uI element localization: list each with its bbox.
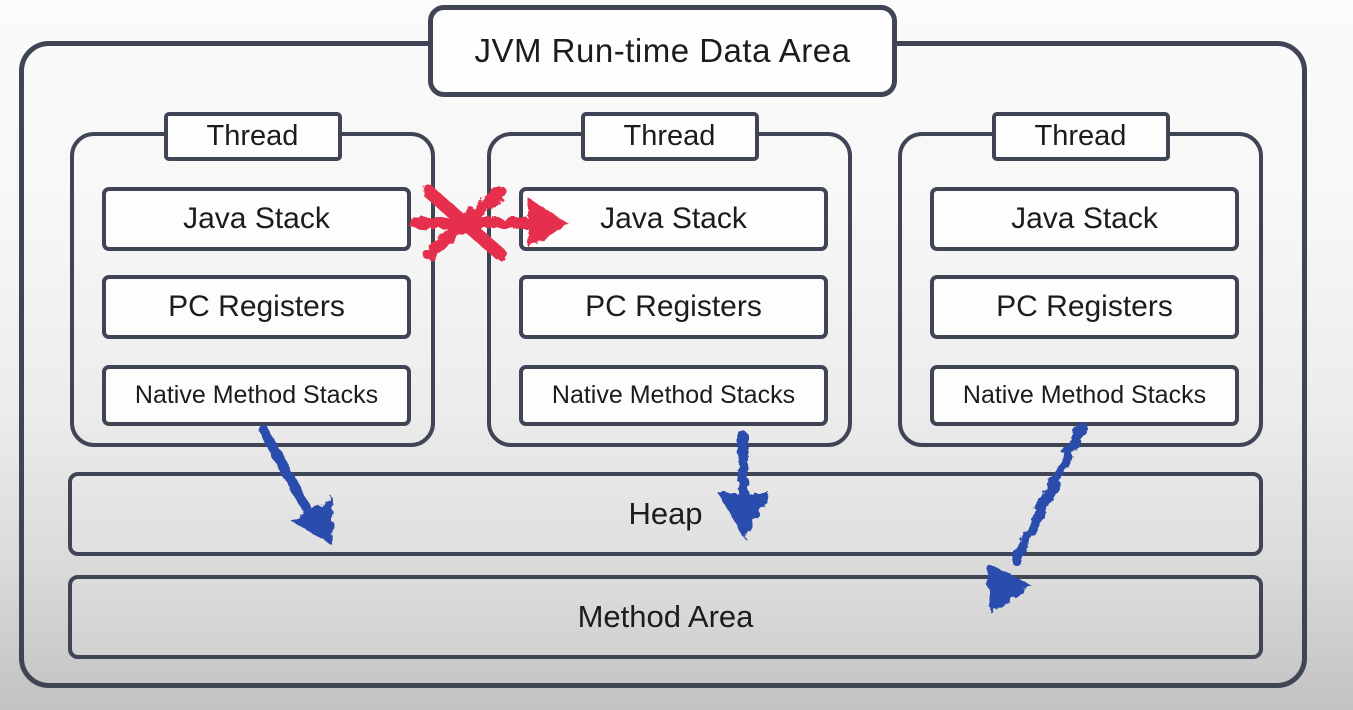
java-stack-label: Java Stack	[183, 202, 330, 235]
thread-3-native-method-stacks: Native Method Stacks	[930, 365, 1239, 426]
pc-registers-label: PC Registers	[168, 290, 345, 323]
thread-1-pc-registers: PC Registers	[102, 275, 411, 339]
thread-group-3: Thread Java Stack PC Registers Native Me…	[898, 112, 1263, 447]
native-method-stacks-label: Native Method Stacks	[962, 381, 1207, 409]
method-area-label: Method Area	[577, 599, 754, 634]
page-title: JVM Run-time Data Area	[474, 32, 851, 69]
thread-2-label-box: Thread	[580, 112, 759, 161]
thread-2-native-method-stacks: Native Method Stacks	[519, 365, 828, 426]
thread-2-pc-registers: PC Registers	[519, 275, 828, 339]
thread-1-native-method-stacks: Native Method Stacks	[102, 365, 411, 426]
heap-label: Heap	[628, 496, 703, 531]
pc-registers-label: PC Registers	[585, 290, 762, 323]
native-method-stacks-label: Native Method Stacks	[134, 381, 379, 409]
thread-2-java-stack: Java Stack	[519, 187, 828, 251]
thread-3-java-stack: Java Stack	[930, 187, 1239, 251]
thread-1-label-box: Thread	[163, 112, 342, 161]
thread-3-label: Thread	[1034, 120, 1127, 152]
thread-1-java-stack: Java Stack	[102, 187, 411, 251]
method-area-bar: Method Area	[68, 575, 1263, 659]
heap-bar: Heap	[68, 472, 1263, 556]
thread-group-1: Thread Java Stack PC Registers Native Me…	[70, 112, 435, 447]
java-stack-label: Java Stack	[600, 202, 747, 235]
thread-1-label: Thread	[206, 120, 299, 152]
native-method-stacks-label: Native Method Stacks	[551, 381, 796, 409]
java-stack-label: Java Stack	[1011, 202, 1158, 235]
title-box: JVM Run-time Data Area	[428, 5, 897, 97]
pc-registers-label: PC Registers	[996, 290, 1173, 323]
thread-3-label-box: Thread	[991, 112, 1170, 161]
thread-3-pc-registers: PC Registers	[930, 275, 1239, 339]
thread-2-label: Thread	[623, 120, 716, 152]
thread-group-2: Thread Java Stack PC Registers Native Me…	[487, 112, 852, 447]
